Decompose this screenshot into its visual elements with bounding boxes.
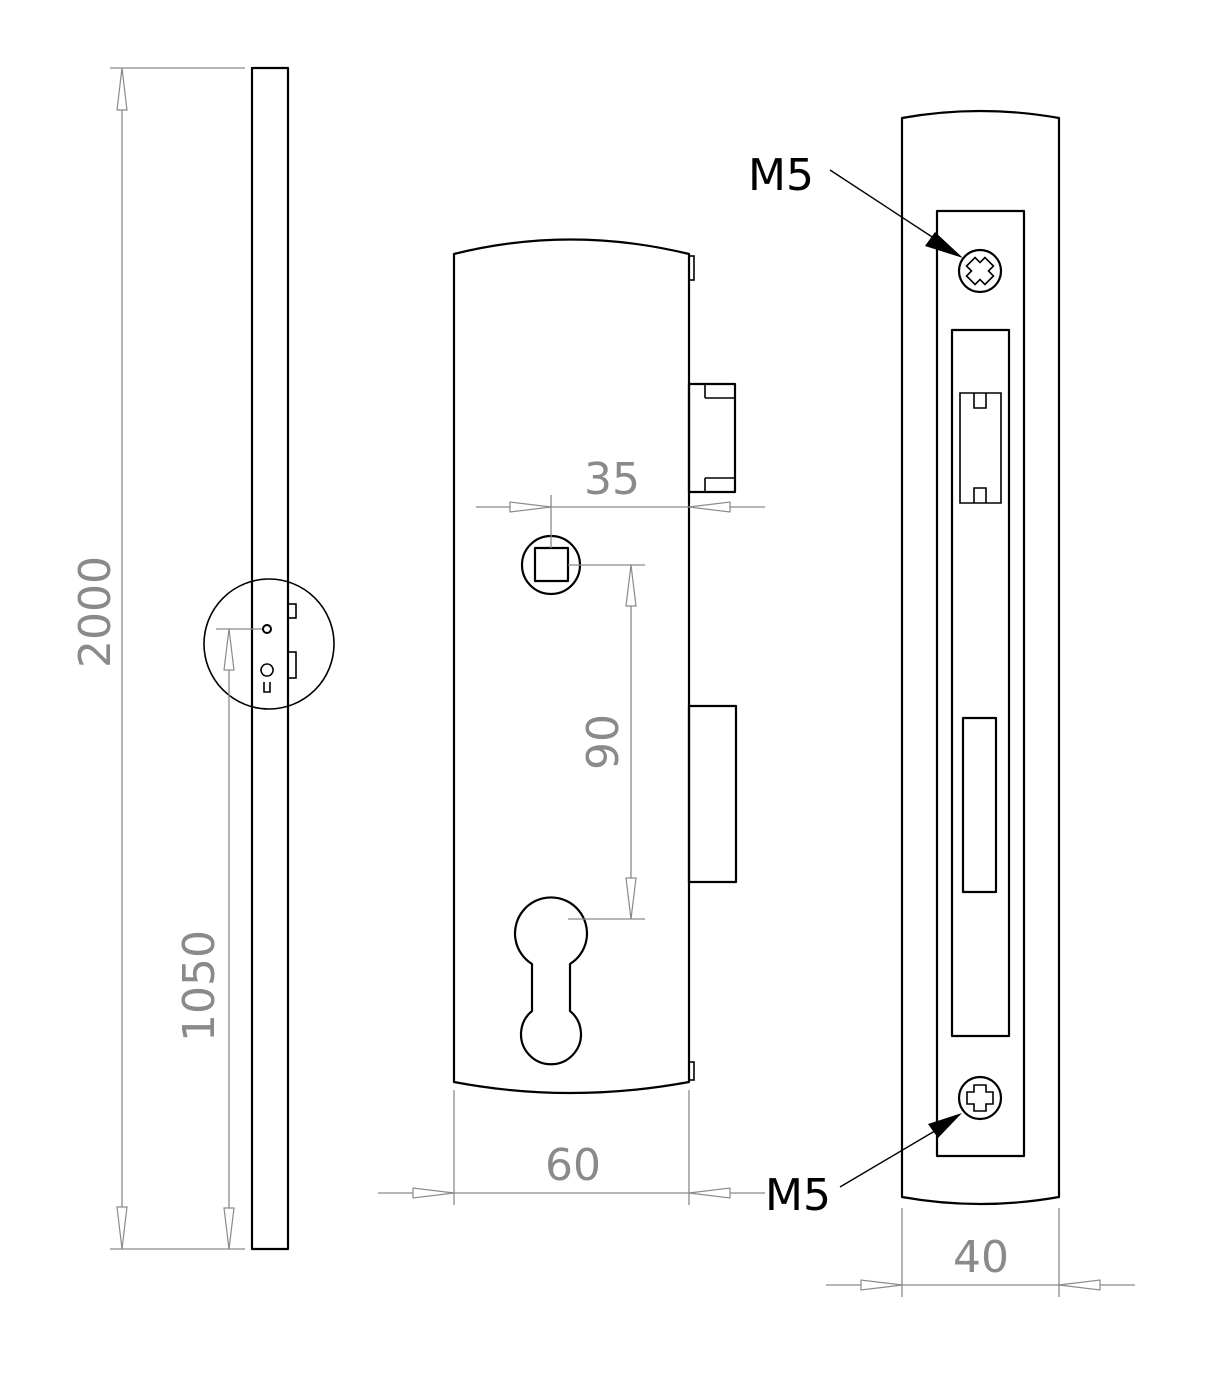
dimension-label-backset: 35 [584,454,640,505]
dead-bolt [687,704,738,884]
deadbolt-receiver [961,716,998,894]
strike-plate-outline [900,109,1061,1206]
callout-screw-top: M5 [748,150,963,258]
lock-body-outline [452,238,691,1095]
latch-receiver [959,392,1002,504]
strike-plate-view [900,109,1061,1206]
spindle-hole-icon [262,624,272,634]
screw-top-icon [957,248,1003,294]
keyhole-icon [260,663,274,693]
detail-circle [203,578,335,710]
dimension-faceplate-width: 60 [378,1090,765,1205]
dimension-label-strike-width: 40 [953,1232,1009,1283]
dimension-backset: 35 [476,454,765,548]
callout-screw-bottom: M5 [765,1113,962,1221]
latch-bolt [687,382,737,494]
lock-body-front-view [452,238,738,1095]
dimension-label-door-height: 2000 [70,556,121,668]
dimension-label-center-distance: 90 [578,714,629,770]
dimension-label-faceplate-width: 60 [545,1140,601,1191]
faceplate-top-tab [688,255,695,281]
dimension-label-handle-height: 1050 [174,930,225,1042]
door-leaf-outline [250,66,290,1251]
dimension-center-distance: 90 [568,564,645,920]
bolt-detail [287,651,297,679]
faceplate-bottom-tab [688,1061,695,1081]
cylinder-hole [513,896,589,1066]
callout-label-screw-top: M5 [748,150,814,201]
latch-detail [287,603,297,619]
lock-detail [260,603,297,693]
dimension-strike-width: 40 [826,1208,1135,1297]
strike-insert [935,209,1026,1158]
strike-opening [950,328,1011,1038]
callout-label-screw-bottom: M5 [765,1170,831,1221]
dimension-door-height: 2000 [70,67,245,1250]
dimension-handle-height: 1050 [174,628,262,1250]
door-side-view [203,66,335,1251]
screw-bottom-icon [957,1075,1003,1121]
